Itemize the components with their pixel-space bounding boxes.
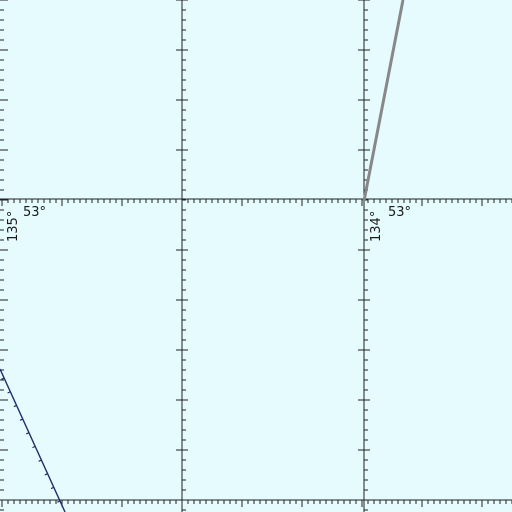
graticule-label-135-53: 135° 53° — [6, 205, 46, 242]
boundary-line — [362, 0, 405, 202]
contour-tick — [1, 377, 5, 380]
longitude-label: 134° — [369, 211, 384, 242]
contour-line — [0, 368, 66, 512]
contour-tick — [19, 418, 24, 421]
contour-line-ticks — [1, 377, 61, 503]
contour-tick — [7, 391, 11, 394]
contour-tick — [25, 432, 30, 435]
graticule-label-134-53: 134° 53° — [369, 205, 411, 242]
contour-tick — [13, 404, 17, 408]
longitude-label: 135° — [6, 211, 21, 242]
contour-tick — [38, 459, 42, 462]
contour-tick — [50, 486, 55, 490]
contour-tick — [57, 500, 61, 503]
latitude-label: 53° — [388, 205, 411, 220]
contour-tick — [44, 473, 48, 476]
latitude-label: 53° — [23, 205, 46, 220]
contour-tick — [32, 445, 36, 449]
contour-line-group — [0, 368, 66, 512]
